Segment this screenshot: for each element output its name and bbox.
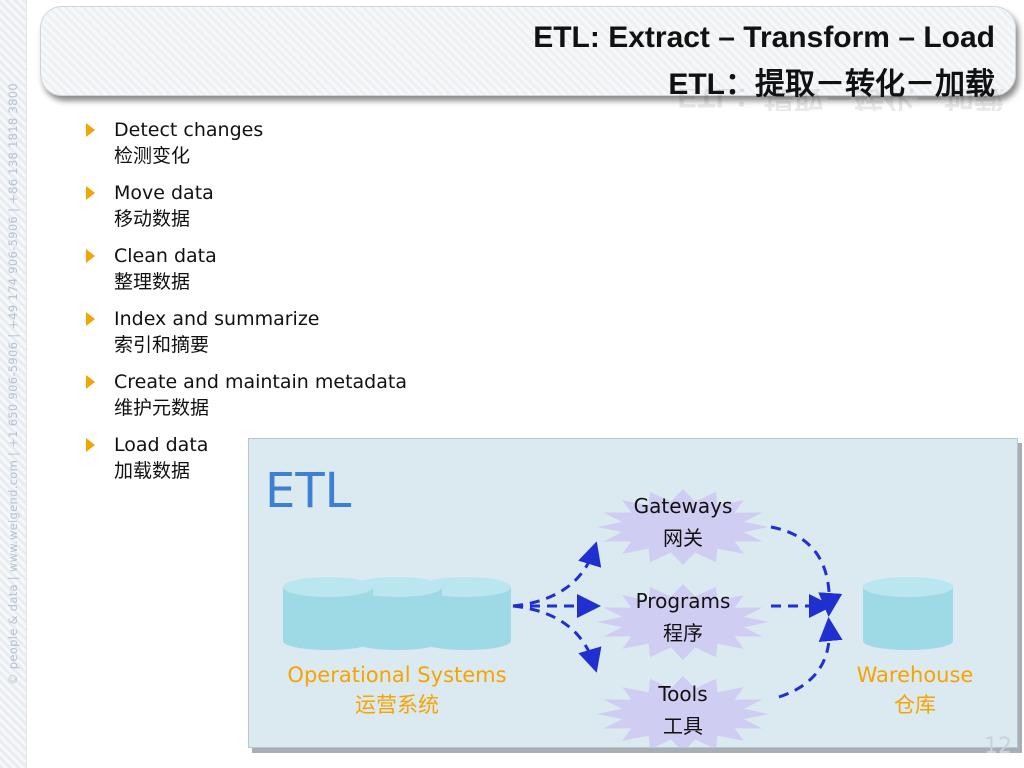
programs-star-icon (597, 584, 769, 660)
bullet-text-zh: 加载数据 (114, 460, 191, 482)
tools-star-icon (597, 676, 769, 747)
bullet-arrow-icon (86, 123, 95, 137)
database-cylinder-icon (283, 577, 373, 650)
title-box: ETL: Extract – Transform – Load ETL：提取－转… (40, 6, 1016, 101)
title-english: ETL: Extract – Transform – Load (533, 21, 995, 54)
operational-systems-cylinders (283, 577, 511, 650)
bullet-text-zh: 索引和摘要 (114, 334, 210, 356)
bullet-text-zh: 整理数据 (114, 271, 191, 293)
flow-arrows (512, 525, 843, 699)
bullet-arrow-icon (86, 249, 95, 263)
database-cylinder-icon (421, 577, 511, 650)
gateways-star-icon (597, 489, 769, 565)
target-label-zh: 仓库 (894, 693, 936, 717)
bullet-item: Clean data 整理数据 (84, 244, 407, 296)
bullet-text-zh: 检测变化 (114, 145, 191, 167)
programs-label-en: Programs (636, 589, 731, 613)
arrow-from-tools (778, 617, 843, 699)
bullet-arrow-icon (86, 186, 95, 200)
programs-label-zh: 程序 (663, 621, 703, 645)
bullet-text-zh: 移动数据 (114, 208, 191, 230)
bullet-text-en: Index and summarize (114, 308, 320, 330)
bullet-item: Detect changes 检测变化 (84, 118, 407, 170)
bullet-text-en: Create and maintain metadata (114, 371, 407, 393)
bullet-text-en: Move data (114, 182, 214, 204)
arrow-to-gateways (512, 541, 602, 608)
bullet-list: Detect changes 检测变化 Move data 移动数据 Clean… (84, 118, 407, 496)
warehouse-cylinder-icon (863, 577, 953, 650)
page-number: 12 (984, 734, 1012, 759)
etl-diagram-panel: ETL Operational Systems 运营系统 (248, 438, 1018, 748)
bullet-text-en: Detect changes (114, 119, 264, 141)
bullet-item: Create and maintain metadata 维护元数据 (84, 370, 407, 422)
source-label-en: Operational Systems (287, 663, 506, 687)
arrow-from-gateways (770, 525, 843, 617)
bullet-arrow-icon (86, 438, 95, 452)
gateways-label-en: Gateways (634, 494, 733, 518)
title-chinese: ETL：提取－转化－加载 (668, 68, 995, 101)
etl-diagram: ETL Operational Systems 运营系统 (265, 463, 974, 747)
bullet-text-en: Load data (114, 434, 209, 456)
bullet-item: Load data 加载数据 (84, 433, 407, 485)
copyright-text: © people & data | www.weigend.com | +1 6… (6, 83, 20, 685)
arrow-to-tools (512, 604, 602, 673)
title-reflection: ETL：提取－转化－加载 (677, 89, 1004, 111)
bullet-text-zh: 维护元数据 (114, 397, 210, 419)
gateways-label-zh: 网关 (663, 526, 703, 550)
bullet-text-en: Clean data (114, 245, 217, 267)
diagram-heading: ETL (265, 463, 352, 519)
bullet-item: Move data 移动数据 (84, 181, 407, 233)
bullet-arrow-icon (86, 312, 95, 326)
tools-label-zh: 工具 (663, 714, 703, 738)
source-label-zh: 运营系统 (355, 693, 439, 717)
side-strip: © people & data | www.weigend.com | +1 6… (0, 0, 27, 768)
tools-label-en: Tools (657, 682, 707, 706)
bullet-arrow-icon (86, 375, 95, 389)
target-label-en: Warehouse (857, 663, 974, 687)
bullet-item: Index and summarize 索引和摘要 (84, 307, 407, 359)
